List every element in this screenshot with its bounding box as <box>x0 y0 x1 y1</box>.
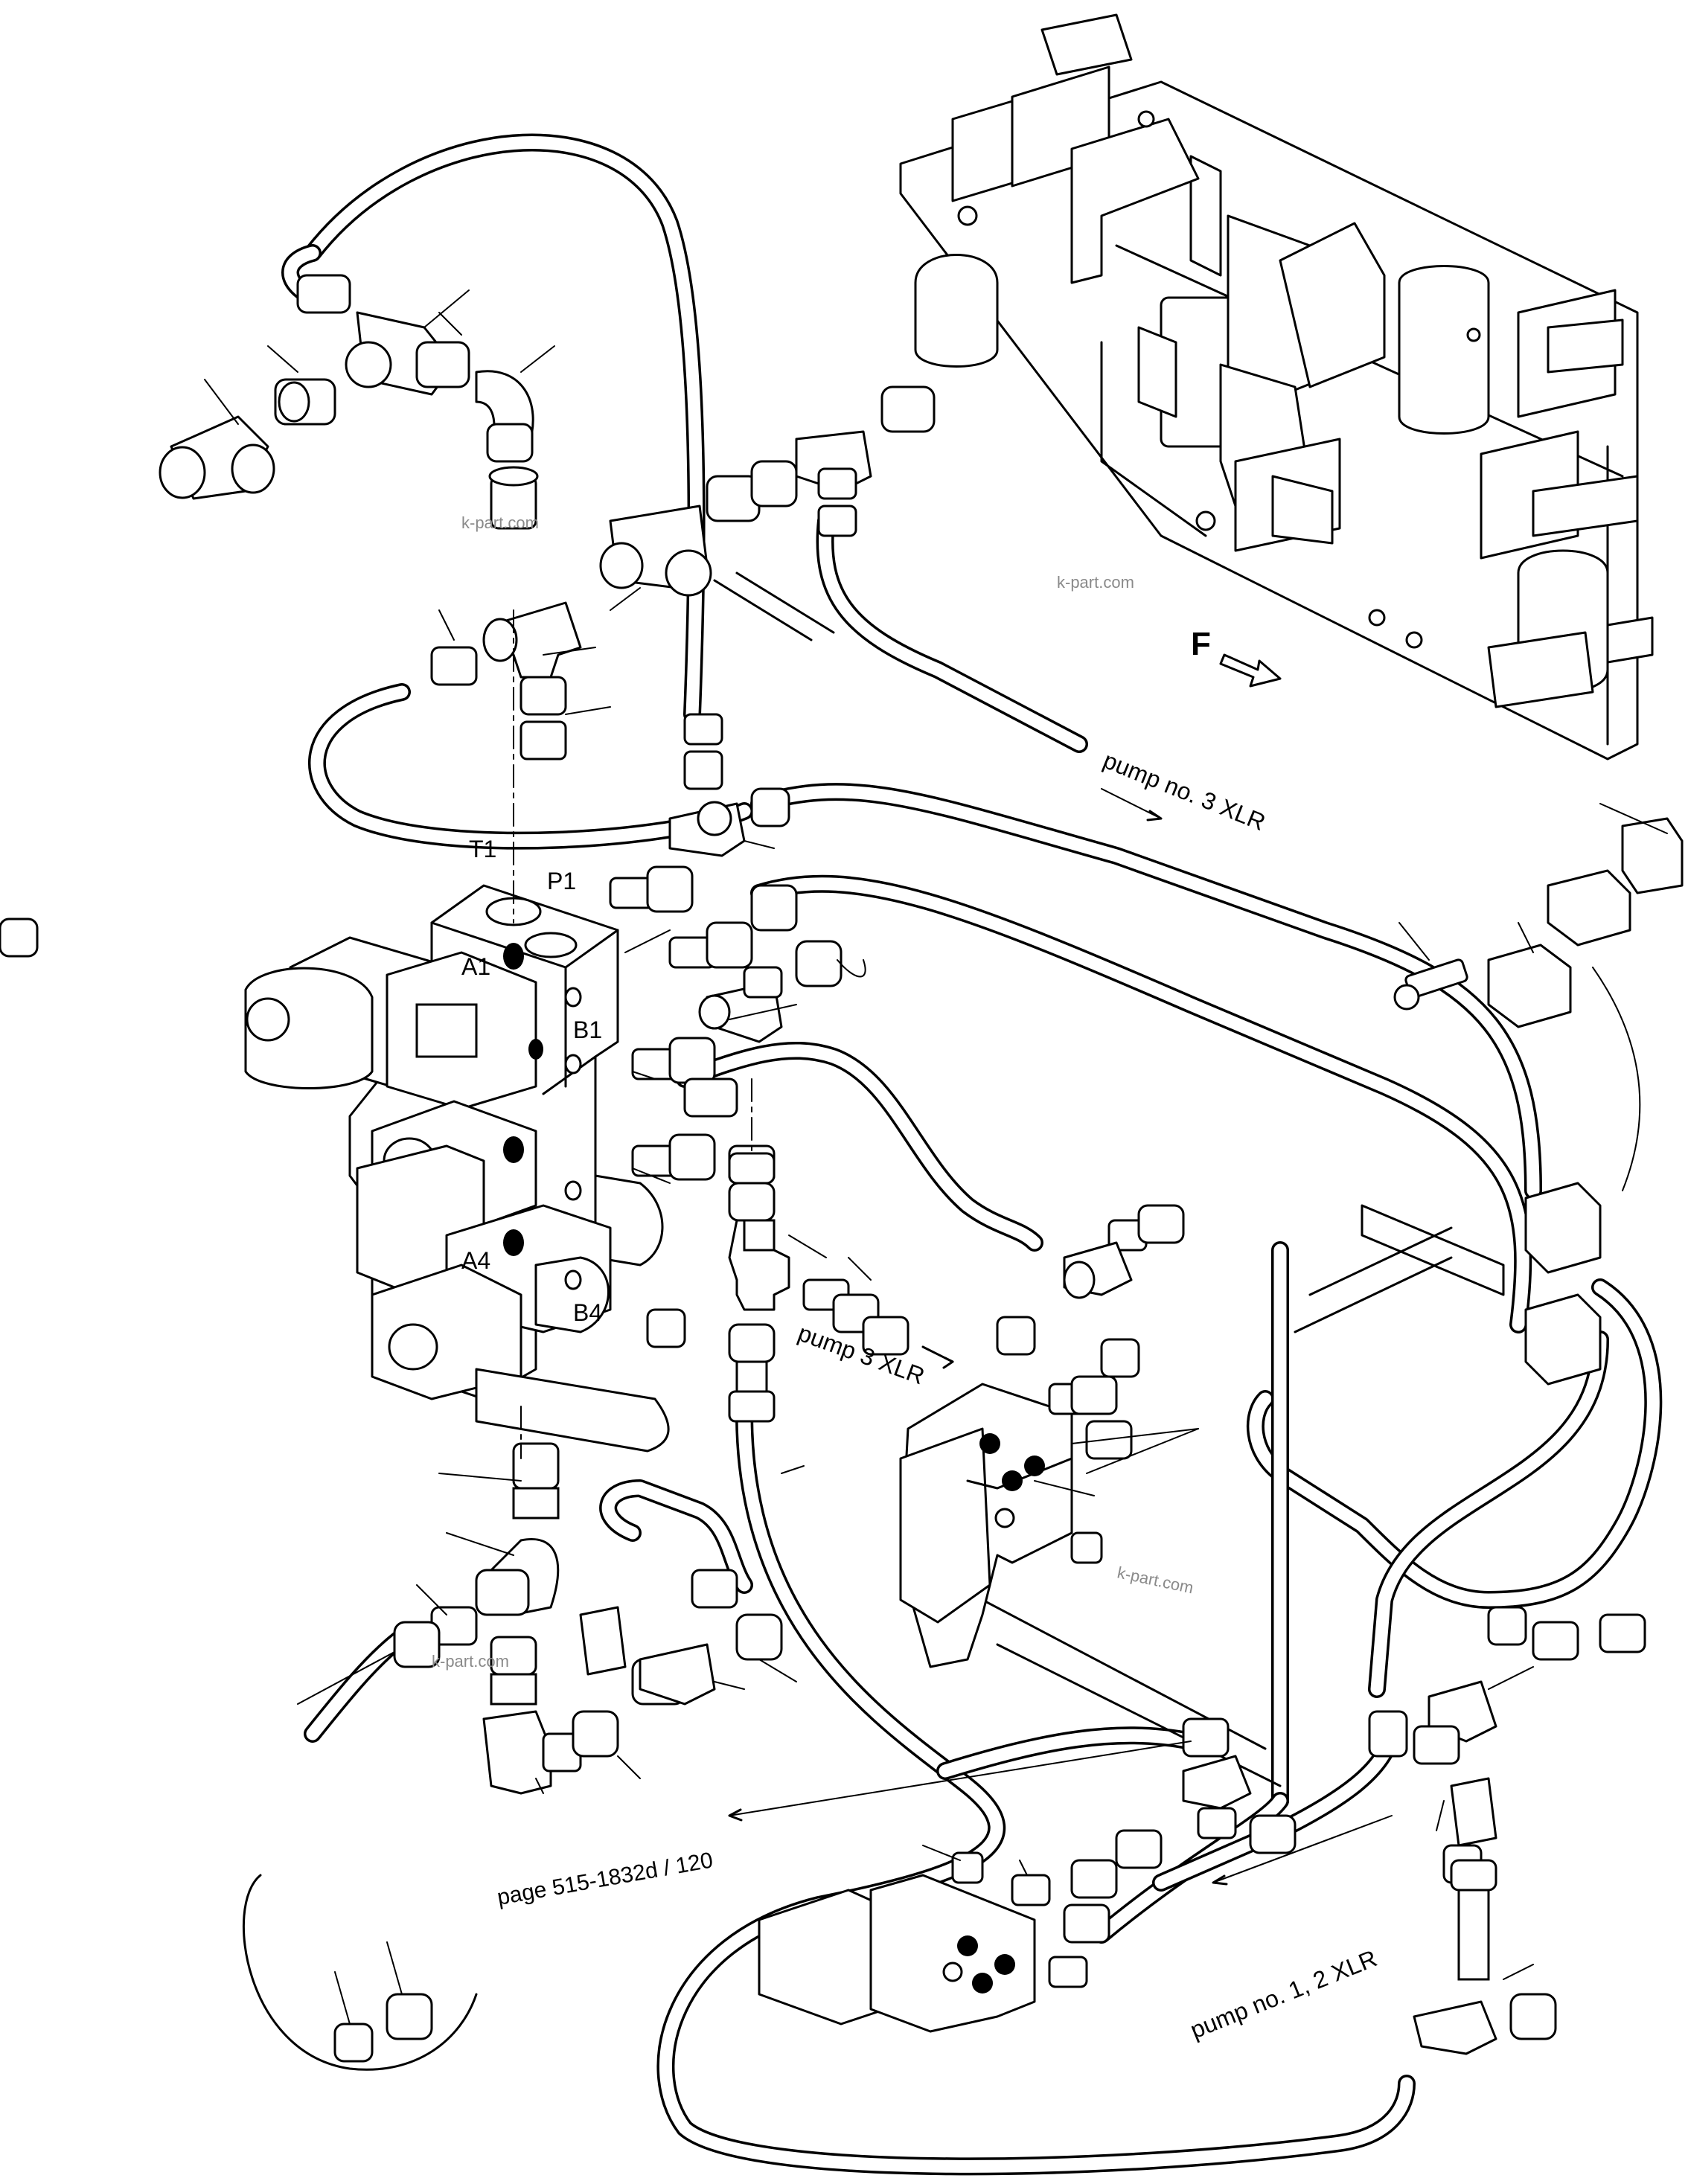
bottom-center-valve <box>758 1717 1297 2033</box>
port-a2-marker <box>503 1136 524 1163</box>
direction-indicator: F <box>1191 626 1282 688</box>
center-top-fittings <box>430 385 936 857</box>
label-pump-no3: pump no. 3 XLR <box>1099 746 1269 836</box>
port-label-t1: T1 <box>469 836 496 862</box>
watermark-1: k-part.com <box>461 513 539 532</box>
top-left-fittings <box>159 244 555 530</box>
bottom-valve-port-3 <box>972 1973 993 1994</box>
port-label-a1: A1 <box>461 953 490 980</box>
edge-fitting <box>0 918 39 958</box>
valve-port-3 <box>1002 1470 1023 1491</box>
hoses <box>304 133 1663 2176</box>
port-label-b4: B4 <box>573 1299 602 1326</box>
pump3-arrow <box>921 1345 954 1369</box>
watermark-4: k-part.com <box>432 1652 509 1671</box>
left-valve-bank <box>244 884 670 1453</box>
center-axis-lines <box>513 609 752 1459</box>
flow-arrows <box>728 788 1393 1886</box>
lower-left-fittings <box>297 1442 797 1795</box>
label-page-ref: page 515-1832d / 120 <box>495 1848 714 1909</box>
center-tee-assembly <box>728 1152 909 1474</box>
port-a1-marker <box>503 943 524 970</box>
bottom-valve-port-2 <box>994 1954 1015 1975</box>
right-center-valve <box>899 1204 1199 1668</box>
label-pump-no12: pump no. 1, 2 XLR <box>1186 1944 1381 2043</box>
right-clamp-assembly <box>1368 803 1684 2055</box>
valve-port-1 <box>979 1433 1000 1454</box>
page-ref-arrow <box>729 1741 1192 1816</box>
port-labels: T1 P1 A1 B1 A4 B4 <box>461 836 602 1326</box>
direction-label: F <box>1191 626 1211 662</box>
control-panel-assembly <box>899 13 1654 760</box>
port-label-p1: P1 <box>547 868 576 894</box>
detail-view-circle <box>242 1874 478 2071</box>
bottom-valve-port-1 <box>957 1935 978 1956</box>
port-label-b1: B1 <box>573 1016 602 1043</box>
port-a4-marker <box>503 1229 524 1256</box>
port-label-a4: A4 <box>461 1247 490 1274</box>
direction-arrow-icon <box>1219 653 1282 688</box>
pump-no12-arrow <box>1212 1815 1393 1883</box>
port-b1-marker <box>528 1039 543 1060</box>
valve-port-2 <box>1024 1456 1045 1476</box>
watermark-3: k-part.com <box>1116 1563 1195 1597</box>
pump-no3-arrow <box>1101 788 1162 819</box>
watermark-2: k-part.com <box>1057 573 1134 592</box>
